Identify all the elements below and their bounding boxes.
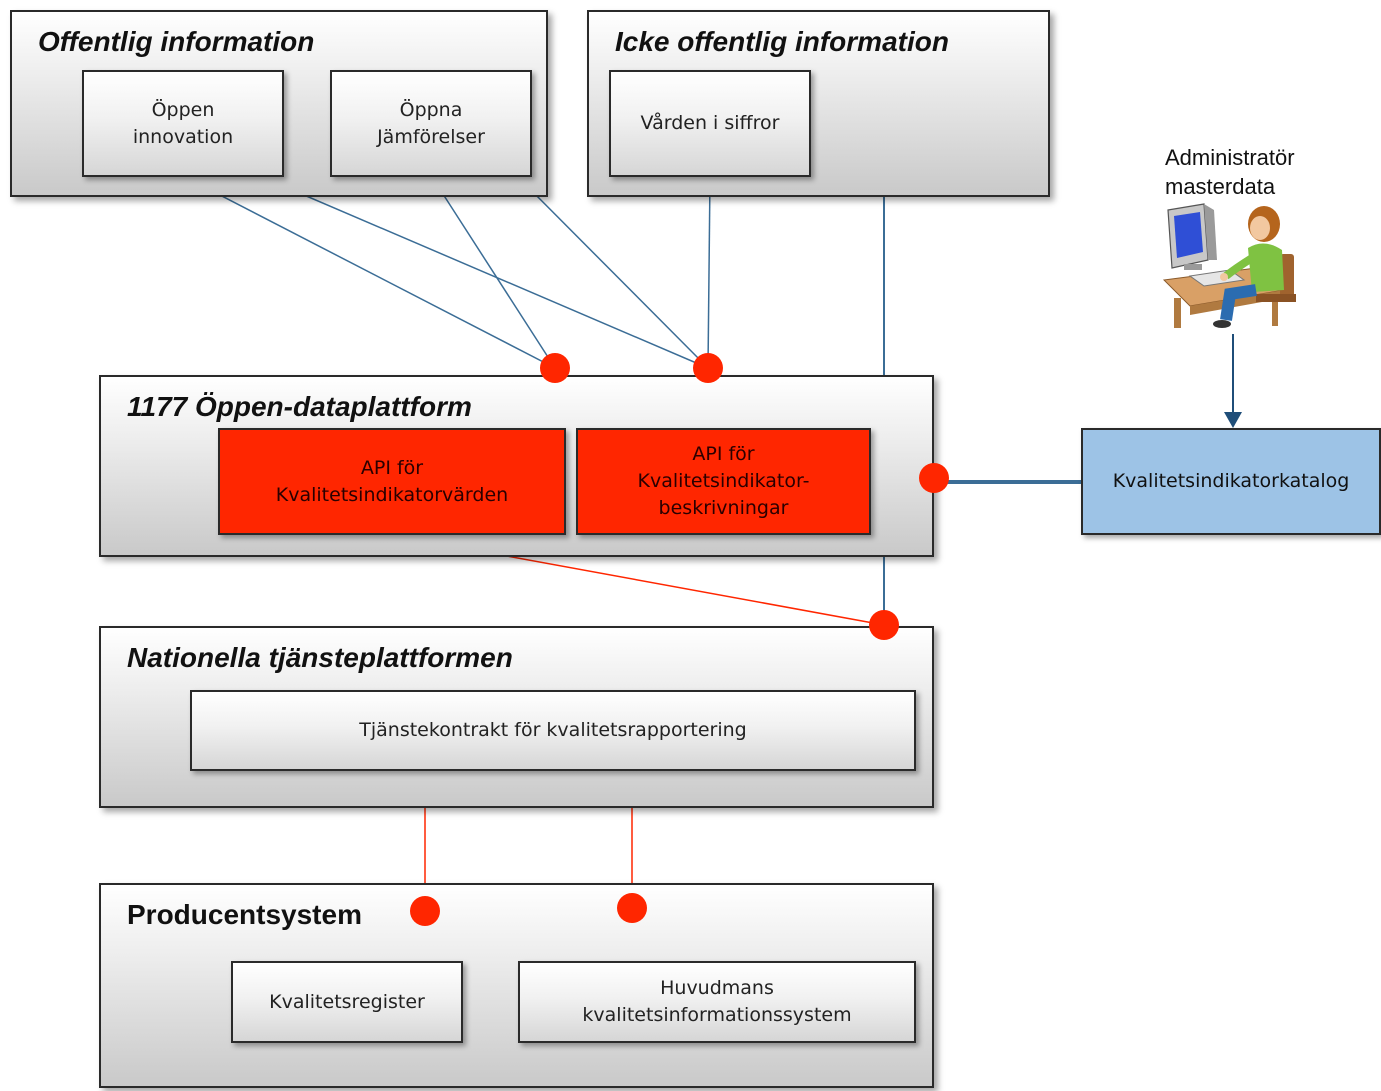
box-label: Kvalitetsregister	[269, 990, 425, 1013]
box-label: Öppna Jämförelser	[377, 98, 485, 148]
admin-label: Administratör masterdata	[1165, 145, 1295, 199]
box-api-kvalitetsindikatorvarden: API för Kvalitetsindikatorvärden	[218, 428, 566, 535]
group-title: Icke offentlig information	[615, 26, 949, 57]
box-tjanstekontrakt: Tjänstekontrakt för kvalitetsrapporterin…	[190, 690, 916, 771]
group-title: Nationella tjänsteplattformen	[127, 642, 513, 673]
box-label: Huvudmans kvalitetsinformationssystem	[582, 977, 852, 1026]
group-title: 1177 Öppen-dataplattform	[127, 391, 472, 422]
box-label: Vården i siffror	[640, 112, 780, 134]
box-kvalitetsregister: Kvalitetsregister	[231, 961, 463, 1043]
box-label: API för Kvalitetsindikatorvärden	[275, 456, 509, 506]
box-oppen-innovation: Öppen innovation	[82, 70, 284, 177]
box-oppna-jamforelser: Öppna Jämförelser	[330, 70, 532, 177]
line-innovation-to-api-varden	[184, 176, 556, 369]
computer-user-clipart-icon	[1160, 198, 1302, 334]
box-huvudmans-kvalitetsinformationssystem: Huvudmans kvalitetsinformationssystem	[518, 961, 916, 1043]
box-api-kvalitetsindikatorbeskrivningar: API för Kvalitetsindikator- beskrivninga…	[576, 428, 871, 535]
box-label: Tjänstekontrakt för kvalitetsrapporterin…	[359, 719, 747, 741]
box-label: API för Kvalitetsindikator- beskrivninga…	[637, 443, 810, 519]
line-jamforelser-to-api-varden	[431, 176, 556, 369]
box-label: Öppen innovation	[132, 98, 234, 148]
box-varden-i-siffror: Vården i siffror	[609, 70, 811, 177]
line-siffror-to-api-beskrivningar	[707, 176, 711, 369]
group-title: Producentsystem	[127, 899, 362, 930]
line-jamforelser-to-api-beskrivningar	[517, 176, 709, 369]
line-innovation-to-api-beskrivningar	[261, 176, 709, 369]
group-title: Offentlig information	[38, 26, 315, 57]
box-kvalitetsindikatorkatalog: Kvalitetsindikatorkatalog	[1081, 428, 1381, 535]
admin-arrow-head	[1224, 412, 1242, 428]
box-label: Kvalitetsindikatorkatalog	[1112, 470, 1350, 492]
